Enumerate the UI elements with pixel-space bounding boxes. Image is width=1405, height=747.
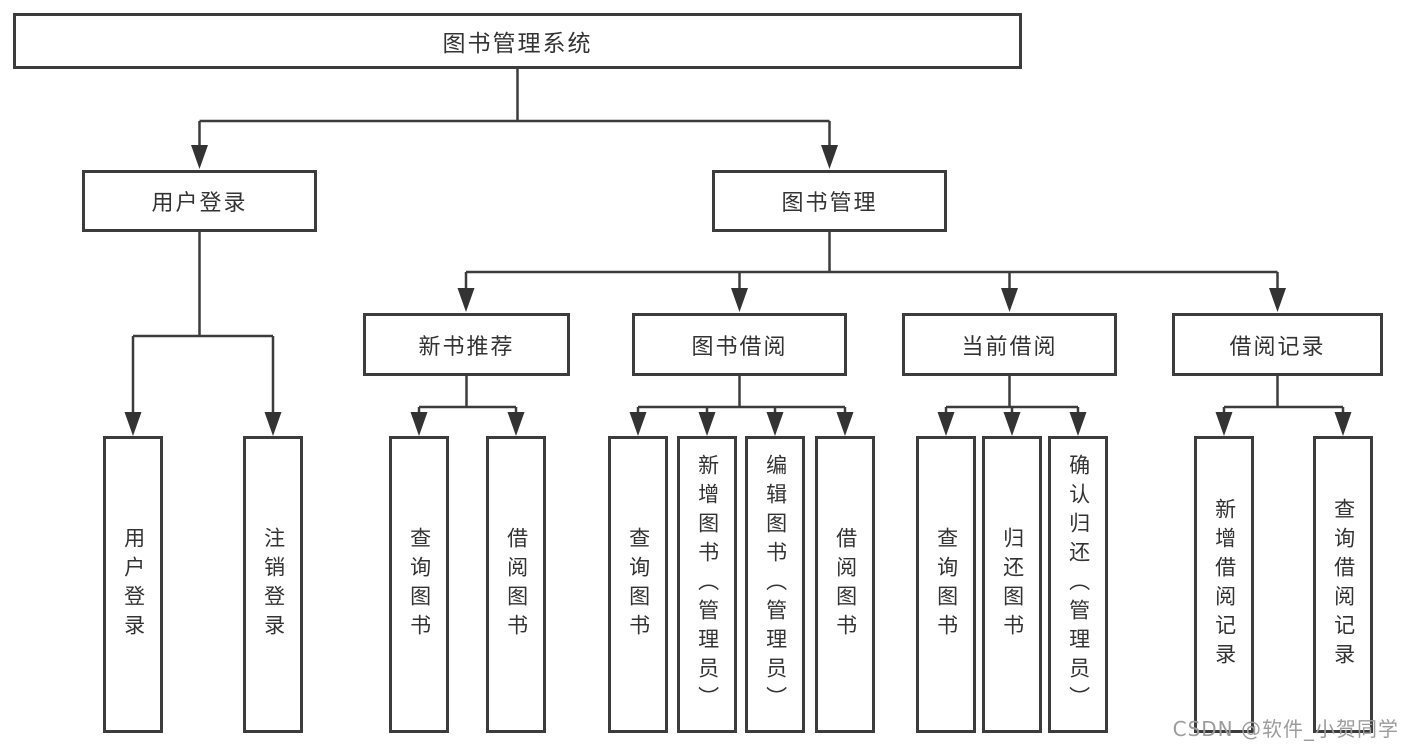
node-user-login-label: 用户登录	[151, 191, 248, 216]
arrowhead	[766, 412, 784, 436]
leaf-user-login-label: 用户登录	[121, 526, 146, 643]
leaf-br-add-record: 新增借阅记录	[1194, 436, 1254, 733]
connector-current-borrowing-to-leaves	[937, 376, 1087, 436]
leaf-nbr-query-books-label: 查询图书	[407, 526, 432, 643]
node-book-mgmt-label: 图书管理	[781, 191, 878, 216]
leaf-bb-edit-books: 编辑图书（管理员）	[745, 436, 805, 733]
csdn-watermark: CSDN @软件_小贺同学	[1172, 717, 1399, 741]
arrowhead	[698, 412, 716, 436]
connector-new-book-rec-to-leaves	[410, 376, 525, 436]
node-user-login: 用户登录	[82, 170, 317, 232]
leaf-cb-query-books: 查询图书	[916, 436, 976, 733]
arrowhead	[507, 412, 525, 436]
leaf-nbr-query-books: 查询图书	[389, 436, 449, 733]
arrowhead	[191, 145, 208, 169]
arrowhead	[410, 412, 428, 436]
arrowhead	[731, 288, 748, 312]
node-borrow-records-label: 借阅记录	[1229, 334, 1326, 360]
arrowhead	[124, 412, 142, 436]
node-new-book-rec: 新书推荐	[363, 313, 570, 376]
arrowhead	[629, 412, 647, 436]
connector-book-borrowing-to-leaves	[629, 376, 854, 436]
arrowhead	[836, 412, 854, 436]
leaf-cb-confirm-return-label: 确认归还（管理员）	[1066, 454, 1091, 715]
leaf-bb-query-books-label: 查询图书	[626, 526, 651, 643]
leaf-user-login: 用户登录	[103, 436, 163, 733]
connector-root-to-level2	[191, 68, 838, 169]
arrowhead	[821, 145, 838, 169]
leaf-bb-add-books-label: 新增图书（管理员）	[695, 454, 720, 715]
arrowhead	[1269, 288, 1286, 312]
leaf-bb-borrow-books-label: 借阅图书	[833, 526, 858, 643]
leaf-cb-return-books: 归还图书	[982, 436, 1042, 733]
node-root: 图书管理系统	[13, 13, 1022, 69]
leaf-cb-query-books-label: 查询图书	[934, 526, 959, 643]
node-current-borrowing: 当前借阅	[902, 313, 1117, 376]
leaf-bb-borrow-books: 借阅图书	[815, 436, 875, 733]
leaf-logout-label: 注销登录	[261, 526, 286, 643]
leaf-br-query-record-label: 查询借阅记录	[1331, 497, 1356, 672]
leaf-nbr-borrow-books-label: 借阅图书	[504, 526, 529, 643]
node-root-label: 图书管理系统	[442, 31, 593, 57]
leaf-cb-confirm-return: 确认归还（管理员）	[1048, 436, 1108, 733]
node-current-borrowing-label: 当前借阅	[961, 334, 1058, 360]
connector-book-mgmt-to-level3	[457, 232, 1286, 312]
node-book-borrowing: 图书借阅	[632, 313, 847, 376]
connector-borrow-records-to-leaves	[1215, 376, 1352, 436]
node-borrow-records: 借阅记录	[1172, 313, 1383, 376]
connector-user-login-to-leaves	[124, 232, 282, 436]
node-new-book-rec-label: 新书推荐	[418, 334, 515, 360]
arrowhead	[937, 412, 955, 436]
leaf-br-query-record: 查询借阅记录	[1313, 436, 1373, 733]
arrowhead	[457, 288, 475, 312]
arrowhead	[1069, 412, 1087, 436]
leaf-bb-add-books: 新增图书（管理员）	[677, 436, 737, 733]
leaf-br-add-record-label: 新增借阅记录	[1212, 497, 1237, 672]
arrowhead	[1334, 412, 1352, 436]
arrowhead	[264, 412, 282, 436]
leaf-bb-query-books: 查询图书	[608, 436, 668, 733]
arrowhead	[1003, 412, 1021, 436]
node-book-mgmt: 图书管理	[712, 170, 947, 232]
arrowhead	[1001, 288, 1018, 312]
leaf-cb-return-books-label: 归还图书	[1000, 526, 1025, 643]
leaf-nbr-borrow-books: 借阅图书	[486, 436, 546, 733]
leaf-logout: 注销登录	[243, 436, 303, 733]
arrowhead	[1215, 412, 1233, 436]
node-book-borrowing-label: 图书借阅	[691, 334, 788, 360]
leaf-bb-edit-books-label: 编辑图书（管理员）	[763, 454, 788, 715]
